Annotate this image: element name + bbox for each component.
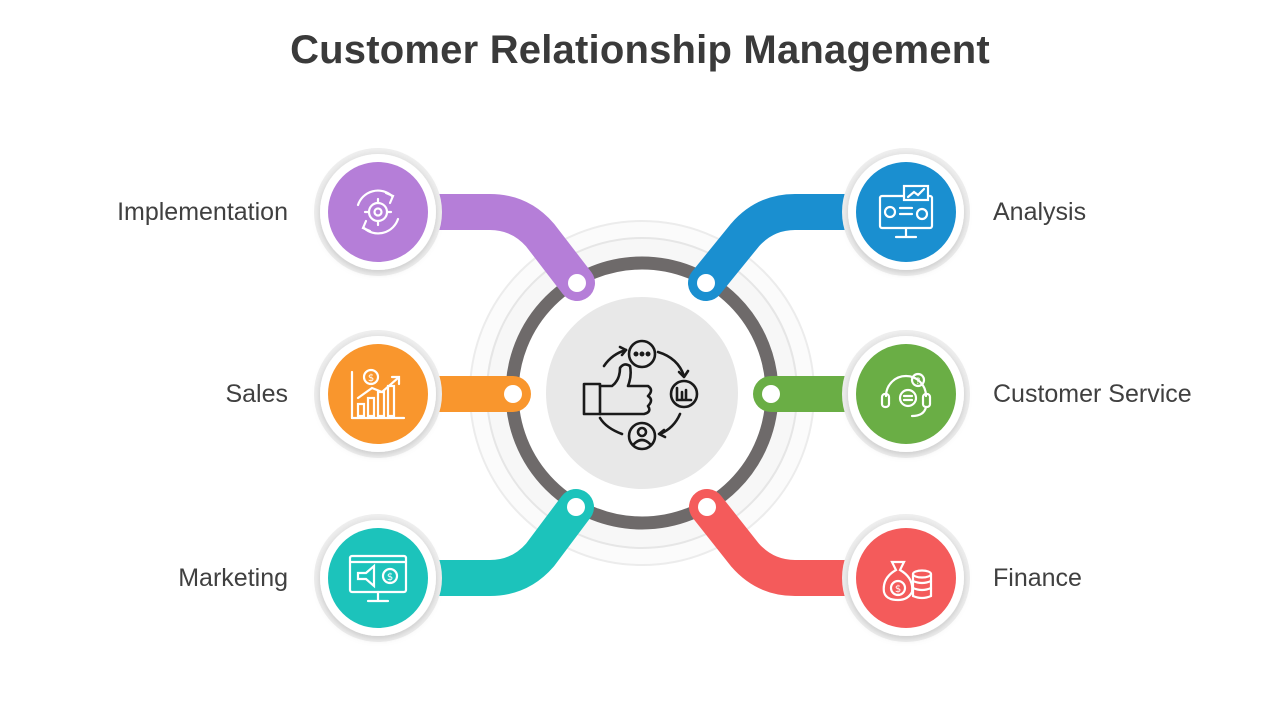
thumbs-up-feedback-cycle-icon <box>582 339 699 451</box>
connector-finance <box>689 489 924 596</box>
svg-text:$: $ <box>387 572 393 583</box>
label-sales: Sales <box>225 380 288 408</box>
connector-analysis <box>688 194 924 301</box>
node-analysis <box>842 148 970 276</box>
node-sales: $ <box>314 330 442 458</box>
page-title: Customer Relationship Management <box>290 28 990 72</box>
analytics-monitor-icon <box>878 184 934 239</box>
label-implementation: Implementation <box>117 198 288 226</box>
node-marketing: $ <box>314 514 442 642</box>
label-analysis: Analysis <box>993 198 1087 226</box>
label-finance: Finance <box>993 564 1082 592</box>
label-marketing: Marketing <box>178 564 288 592</box>
label-customer-service: Customer Service <box>993 380 1192 408</box>
svg-text:?: ? <box>916 377 921 387</box>
connector-dots <box>504 274 780 516</box>
sales-growth-chart-icon: $ <box>350 368 406 420</box>
headset-support-icon: ? <box>880 372 932 418</box>
gear-cycle-icon <box>356 189 400 235</box>
node-implementation <box>314 148 442 276</box>
svg-text:$: $ <box>368 373 374 384</box>
money-bag-coins-icon: $ <box>882 560 933 602</box>
megaphone-monitor-icon: $ <box>348 554 408 603</box>
node-customer-service: ? <box>842 330 970 458</box>
svg-text:$: $ <box>895 584 901 595</box>
connector-marketing <box>360 489 594 596</box>
connector-implementation <box>360 194 595 301</box>
node-finance: $ <box>842 514 970 642</box>
